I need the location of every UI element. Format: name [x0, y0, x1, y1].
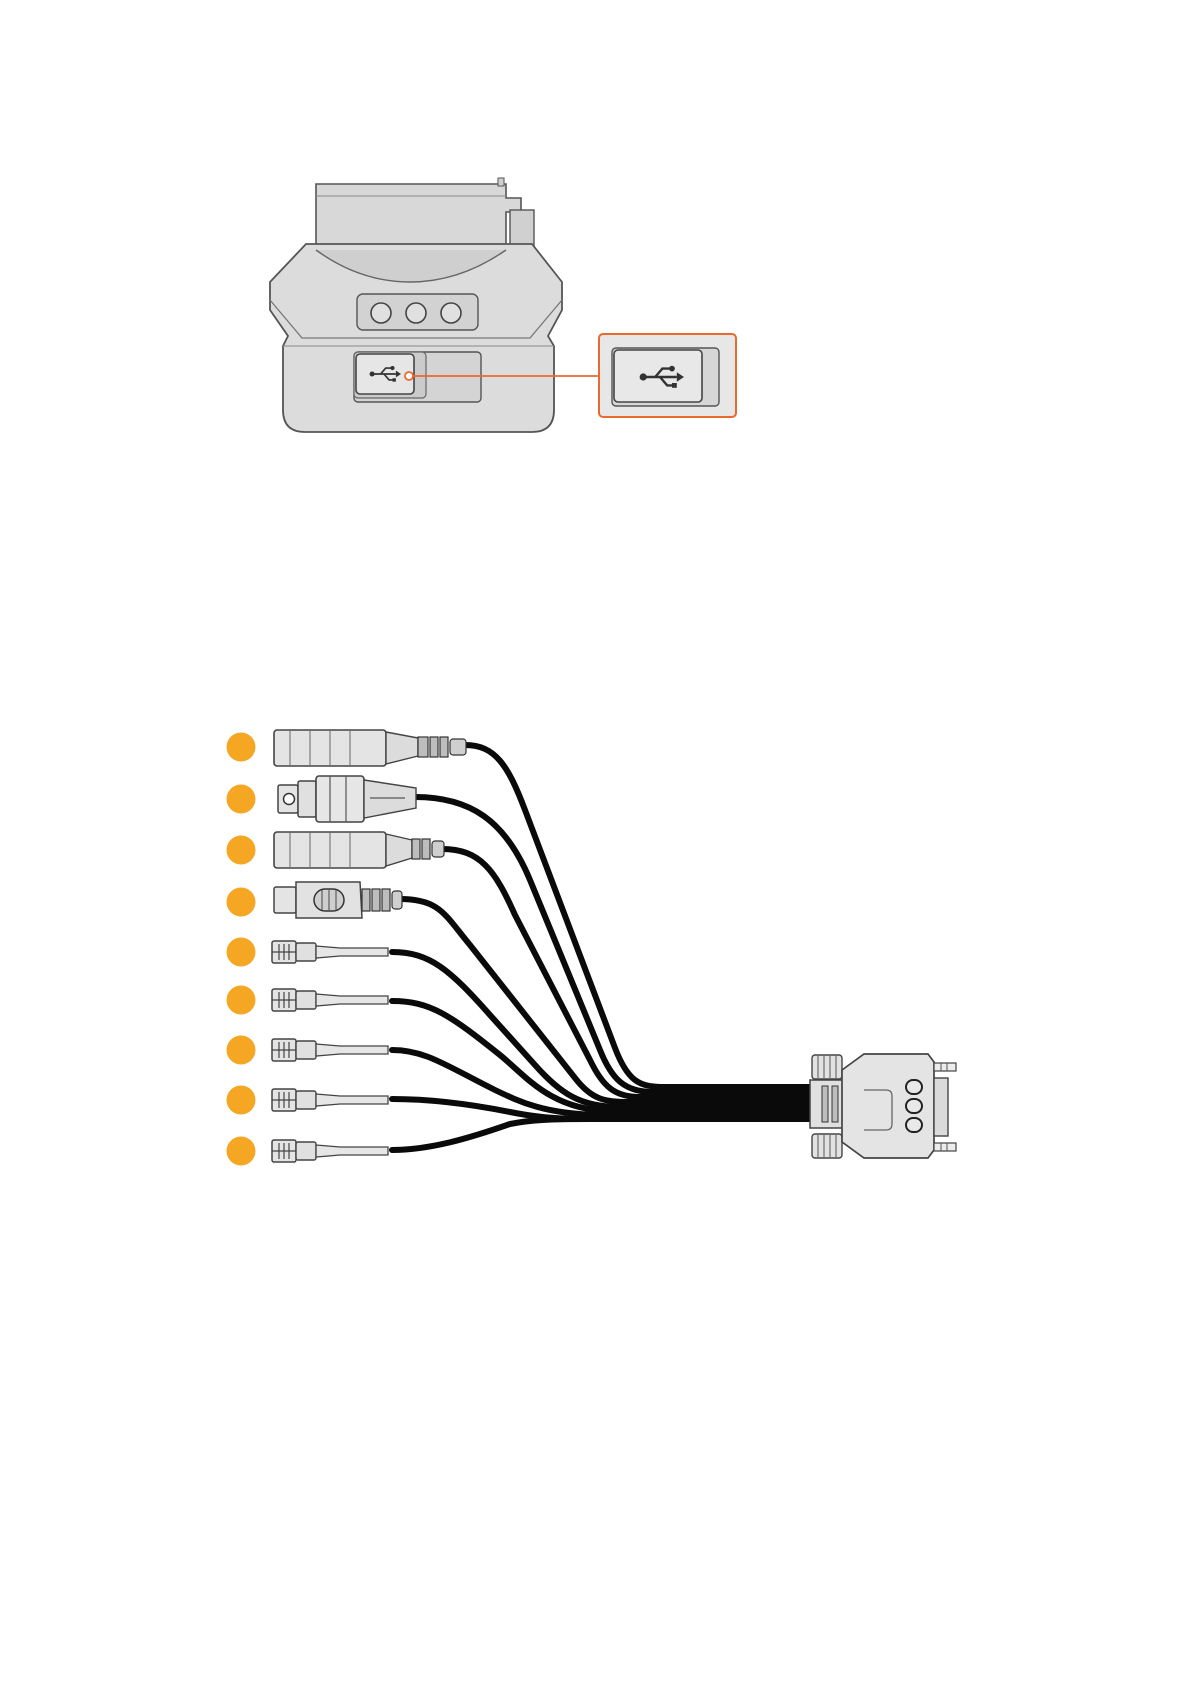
- number-badge-2: [227, 785, 256, 814]
- mini-connector: [272, 989, 388, 1011]
- round-button-icon: [906, 1080, 922, 1094]
- number-badge-4: [227, 888, 256, 917]
- dc-power-plug: [274, 832, 444, 868]
- rca-connector: [274, 882, 402, 918]
- dc-power-plug: [274, 730, 466, 766]
- circle-marker-icon: [405, 372, 413, 380]
- number-badge-3: [227, 836, 256, 865]
- mini-connector: [272, 941, 388, 963]
- number-badge-6: [227, 986, 256, 1015]
- camera-module: [270, 178, 562, 432]
- number-badge-5: [227, 938, 256, 967]
- number-badge-7: [227, 1036, 256, 1065]
- number-badge-8: [227, 1086, 256, 1115]
- bnc-connector: [278, 776, 416, 822]
- mini-connector: [272, 1089, 388, 1111]
- round-button-icon: [906, 1099, 922, 1113]
- round-button-icon: [906, 1118, 922, 1132]
- number-badge-1: [227, 733, 256, 762]
- breakout-cables: [392, 745, 810, 1150]
- mini-connector: [272, 1039, 388, 1061]
- round-button-icon: [406, 303, 426, 323]
- mini-connector: [272, 1140, 388, 1162]
- mini-connector-group: [272, 941, 388, 1162]
- connector-number-badges: [227, 733, 256, 1166]
- number-badge-9: [227, 1137, 256, 1166]
- multi-pin-plug: [810, 1054, 956, 1158]
- round-button-icon: [371, 303, 391, 323]
- usb-callout-box: [599, 334, 736, 417]
- breakout-connectors: [274, 730, 466, 918]
- round-button-icon: [441, 303, 461, 323]
- module-top-plate: [316, 184, 521, 250]
